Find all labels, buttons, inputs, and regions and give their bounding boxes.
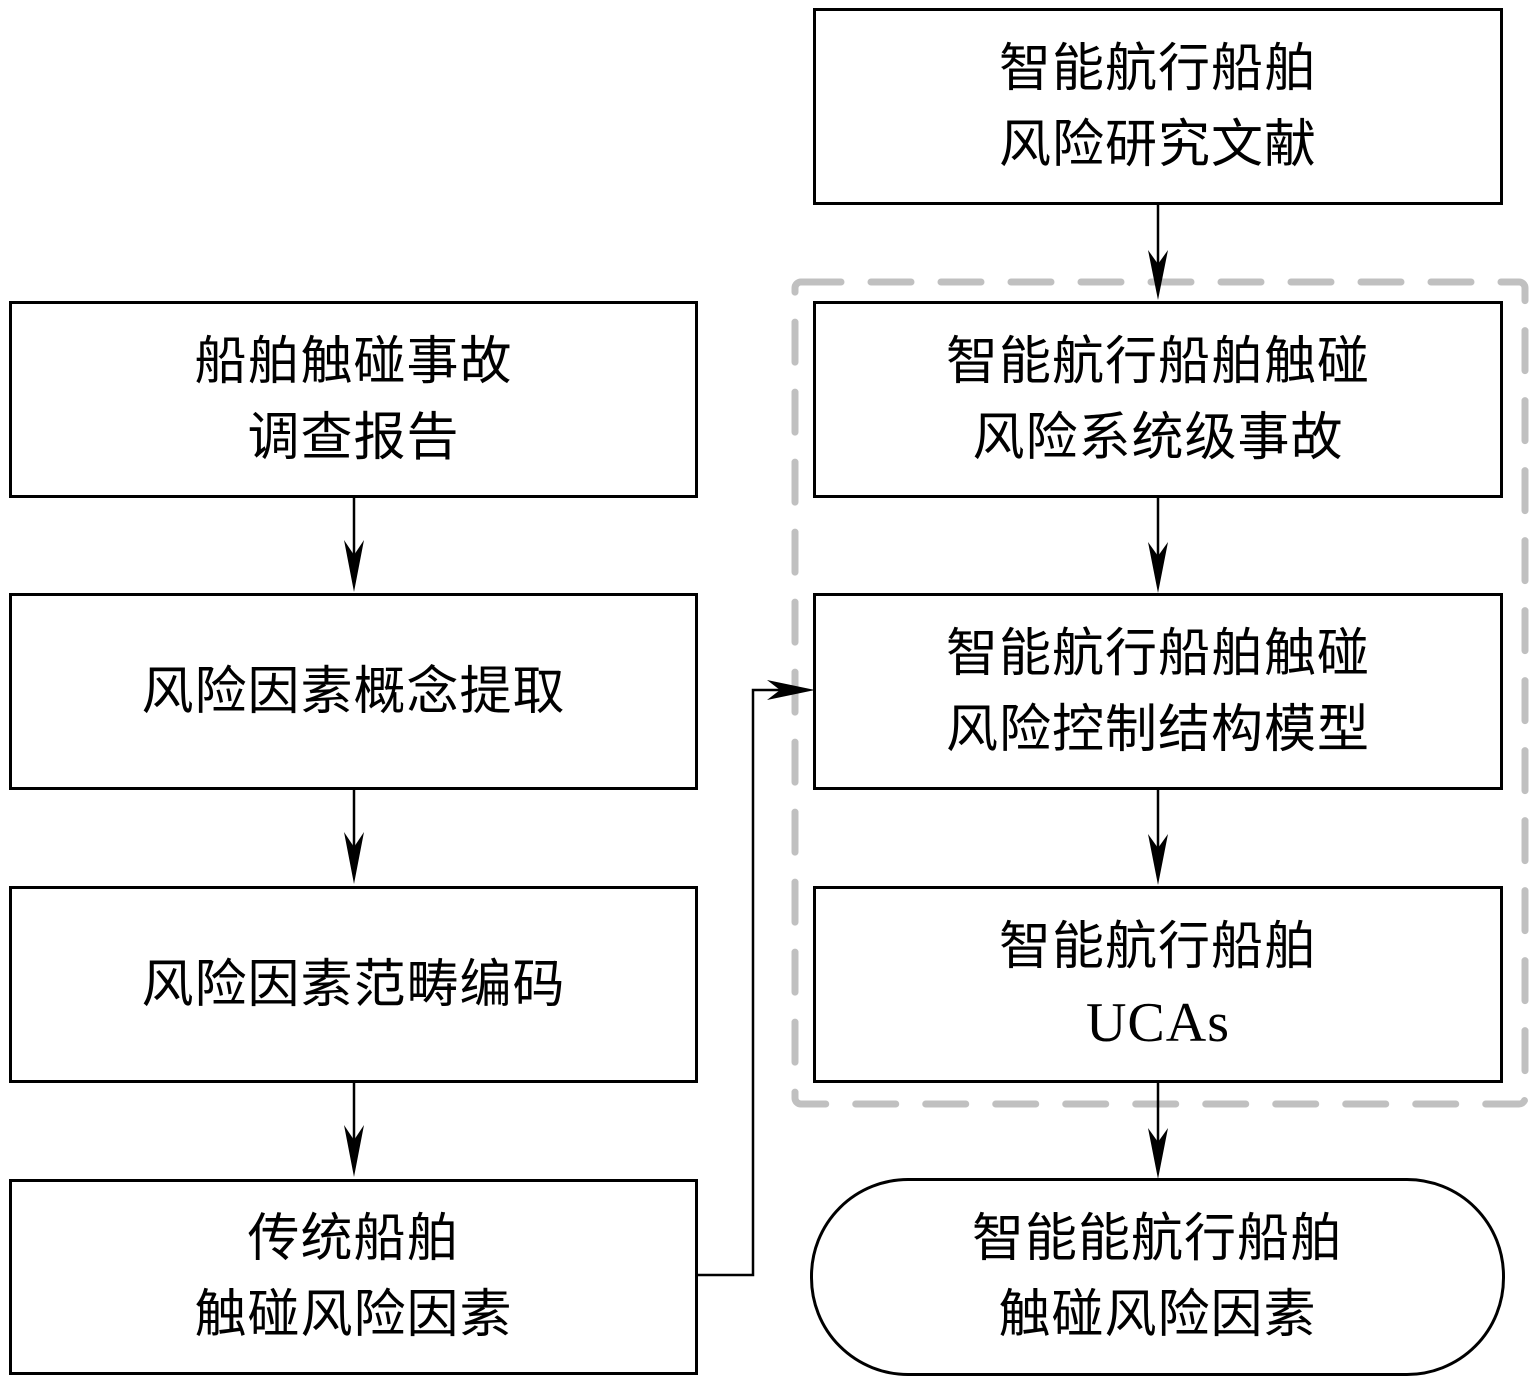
node-label-line: 智能航行船舶触碰: [945, 331, 1370, 392]
edge-category-coding-to-traditional-factors: [344, 1082, 364, 1177]
node-label-line: 传统船舶: [247, 1209, 460, 1269]
edge-concept-extraction-to-category-coding: [344, 790, 364, 884]
node-label-line: 智能能航行船舶: [971, 1209, 1343, 1269]
edge-literature-to-system-accidents: [1148, 204, 1168, 300]
node-label-line: 风险因素范畴编码: [141, 954, 566, 1015]
node-concept-extraction: 风险因素概念提取: [9, 593, 698, 790]
node-label-line: 风险研究文献: [998, 114, 1317, 175]
arrowhead-icon: [344, 540, 364, 592]
edge-accident-reports-to-concept-extraction: [344, 497, 364, 592]
node-label-line: UCAs: [1085, 991, 1231, 1054]
arrowhead-icon: [344, 1125, 364, 1177]
node-accident-reports: 船舶触碰事故 调查报告: [9, 301, 698, 498]
node-label-line: 智能航行船舶: [998, 916, 1317, 977]
node-label-line: 风险控制结构模型: [945, 699, 1370, 760]
arrowhead-icon: [1148, 834, 1168, 885]
node-label-line: 智能航行船舶触碰: [945, 623, 1370, 684]
node-smart-factors-terminal: 智能能航行船舶 触碰风险因素: [810, 1178, 1505, 1376]
arrowhead-icon: [1148, 250, 1168, 300]
arrowhead-icon: [1148, 542, 1168, 593]
node-control-structure: 智能航行船舶触碰 风险控制结构模型: [813, 593, 1503, 790]
node-system-accidents: 智能航行船舶触碰 风险系统级事故: [813, 301, 1503, 498]
node-label-line: 智能航行船舶: [998, 38, 1317, 99]
edge-control-structure-to-ucas: [1148, 790, 1168, 885]
node-traditional-factors: 传统船舶 触碰风险因素: [9, 1179, 698, 1375]
arrowhead-icon: [344, 832, 364, 884]
edge-traditional-factors-to-control-structure: [698, 680, 815, 1277]
node-label-line: 调查报告: [247, 407, 460, 468]
node-category-coding: 风险因素范畴编码: [9, 886, 698, 1083]
node-ucas: 智能航行船舶 UCAs: [813, 886, 1503, 1083]
node-label-line: 风险因素概念提取: [141, 661, 566, 722]
node-literature: 智能航行船舶 风险研究文献: [813, 8, 1503, 205]
node-label-line: 触碰风险因素: [998, 1285, 1317, 1345]
node-label-line: 船舶触碰事故: [194, 331, 513, 392]
edge-ucas-to-smart-factors: [1148, 1082, 1168, 1179]
edge-system-accidents-to-control-structure: [1148, 497, 1168, 593]
node-label-line: 风险系统级事故: [972, 407, 1344, 468]
arrowhead-icon: [767, 680, 815, 700]
arrowhead-icon: [1148, 1128, 1168, 1179]
node-label-line: 触碰风险因素: [194, 1285, 513, 1345]
